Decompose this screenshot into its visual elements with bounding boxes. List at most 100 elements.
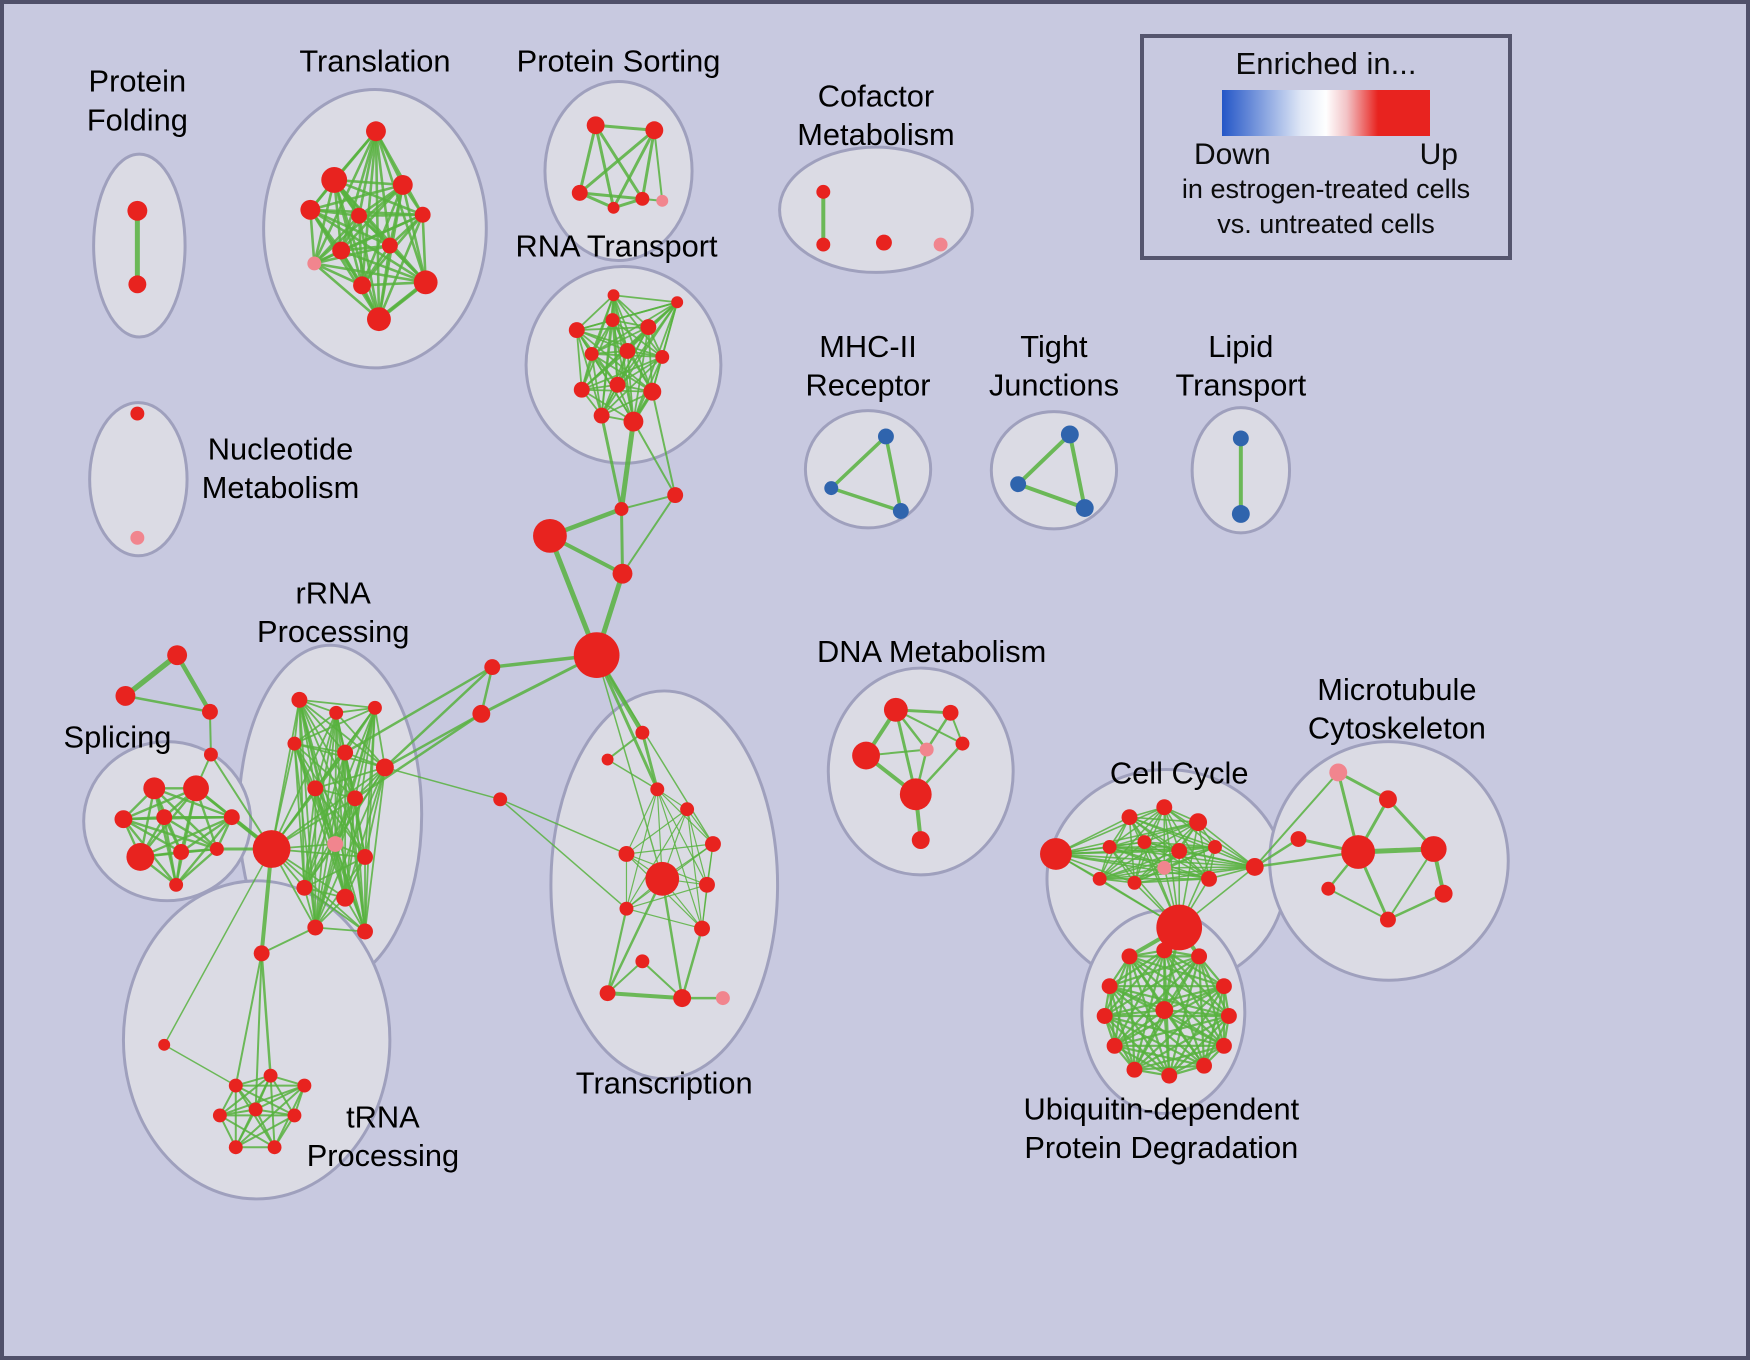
network-node-dm3 bbox=[852, 741, 880, 770]
network-edge-hb8-tx6 bbox=[499, 798, 628, 855]
network-node-dm2 bbox=[942, 704, 959, 721]
network-node-tr4 bbox=[300, 199, 321, 220]
network-edge-ps1-ps5 bbox=[594, 123, 644, 201]
network-edge-rr3-rr4 bbox=[293, 706, 376, 745]
network-edge-cc6-cc12 bbox=[1143, 841, 1210, 880]
network-edge-rr2-rr7 bbox=[314, 711, 338, 790]
network-node-ps3 bbox=[571, 184, 588, 201]
network-node-ub8 bbox=[1106, 1037, 1123, 1054]
network-edge-tx3-tx6 bbox=[625, 788, 658, 855]
network-node-lt1 bbox=[1232, 430, 1249, 447]
network-node-ub11 bbox=[1161, 1067, 1178, 1084]
network-edge-tr9-tr11 bbox=[313, 262, 427, 284]
network-edge-cc4-cc13 bbox=[1197, 821, 1256, 868]
network-node-tn4 bbox=[263, 1068, 278, 1083]
network-edge-mc5-mc8 bbox=[1386, 848, 1435, 921]
network-edge-tx5-tx6 bbox=[625, 843, 714, 855]
network-node-rr14 bbox=[357, 923, 373, 940]
network-edge-rt13-hb1 bbox=[619, 419, 636, 512]
network-node-cc7 bbox=[1171, 843, 1188, 859]
network-edge-mh1-mh2 bbox=[829, 434, 888, 490]
network-node-tr12 bbox=[367, 307, 391, 332]
network-node-ps1 bbox=[586, 116, 605, 135]
network-edge-ps2-ps5 bbox=[640, 128, 656, 201]
cluster-label-dna-metabolism: DNA Metabolism bbox=[817, 634, 1046, 669]
network-edge-rt2-rt8 bbox=[575, 329, 664, 358]
cluster-ellipse-cofactor-metabolism bbox=[778, 145, 974, 274]
network-node-mc4 bbox=[1341, 835, 1376, 869]
network-edge-ps2-ps3 bbox=[578, 128, 656, 195]
network-edge-rt1-rt9 bbox=[580, 294, 615, 391]
network-node-tj2 bbox=[1010, 476, 1027, 493]
network-edge-tx2-tx3 bbox=[606, 758, 659, 791]
network-edge-ub3-ub8 bbox=[1113, 955, 1201, 1047]
network-edge-rr6-hb8 bbox=[384, 766, 501, 801]
network-node-tj1 bbox=[1060, 425, 1079, 444]
network-node-mh1 bbox=[877, 428, 894, 445]
network-node-mc8 bbox=[1380, 911, 1396, 928]
network-edge-cc10-cc13 bbox=[1098, 866, 1256, 880]
cluster-ellipse-microtubule-cytoskeleton bbox=[1268, 740, 1510, 982]
network-node-ub3 bbox=[1191, 948, 1208, 965]
network-node-ub7 bbox=[1220, 1008, 1237, 1024]
network-edge-rr9-rr11 bbox=[303, 843, 337, 889]
network-node-tn7 bbox=[248, 1102, 263, 1117]
network-edge-rt5-rt12 bbox=[600, 301, 679, 417]
network-node-rr13 bbox=[307, 919, 324, 936]
network-edge-tr6-tr12 bbox=[377, 213, 424, 321]
network-edge-rt3-rt5 bbox=[611, 301, 679, 322]
network-edge-tr4-tr11 bbox=[309, 208, 427, 284]
network-edge-ps1-ps4 bbox=[594, 123, 616, 210]
network-edge-hb1-hb2 bbox=[620, 494, 677, 511]
network-node-cc13 bbox=[1245, 857, 1264, 876]
network-node-tx4 bbox=[680, 802, 695, 817]
network-edge-cc11-cc13 bbox=[1133, 866, 1256, 884]
network-edge-tn1-tn7 bbox=[254, 952, 263, 1111]
network-node-tn5 bbox=[297, 1078, 312, 1093]
network-node-cc8 bbox=[1208, 840, 1222, 854]
network-edge-sp5-sp7 bbox=[179, 815, 233, 854]
network-node-dm6 bbox=[899, 778, 932, 811]
network-edge-tx1-tx2 bbox=[606, 731, 644, 761]
network-edge-rr4-rr13 bbox=[293, 742, 317, 929]
network-node-tn6 bbox=[212, 1108, 227, 1123]
network-node-tr6 bbox=[414, 206, 431, 223]
network-edge-rr7-rr10 bbox=[314, 787, 366, 858]
network-node-cch bbox=[1156, 904, 1203, 951]
network-edge-rt2-rt9 bbox=[575, 329, 583, 391]
network-node-mh2 bbox=[824, 481, 839, 496]
cluster-label-rna-transport: RNA Transport bbox=[516, 229, 718, 264]
network-node-tj3 bbox=[1075, 499, 1094, 517]
network-node-mc7 bbox=[1321, 881, 1336, 896]
network-edge-rr3-rr6 bbox=[374, 706, 386, 769]
network-node-mc6 bbox=[1434, 884, 1453, 903]
network-edge-cc1-cc4 bbox=[1055, 821, 1199, 855]
network-node-tx8 bbox=[699, 876, 715, 893]
network-edge-tr8-tr12 bbox=[377, 244, 392, 321]
network-edge-rr9-rr13 bbox=[314, 843, 337, 929]
network-node-rr1 bbox=[291, 691, 308, 708]
network-edge-rr7-rr11 bbox=[303, 787, 317, 889]
network-edge-hb1-hb4 bbox=[620, 507, 624, 576]
network-node-ps6 bbox=[656, 194, 669, 207]
network-node-cc11 bbox=[1127, 875, 1142, 890]
network-node-sp8 bbox=[209, 842, 224, 856]
network-node-nm2 bbox=[130, 530, 145, 545]
network-edge-tn1-tn4 bbox=[260, 952, 272, 1077]
network-node-sp4 bbox=[156, 809, 173, 826]
legend-desc-line2: vs. untreated cells bbox=[1217, 209, 1435, 240]
network-edge-rt6-rt12 bbox=[590, 353, 603, 417]
network-edge-tx3-tx8 bbox=[656, 788, 708, 886]
network-node-rr5 bbox=[337, 744, 354, 761]
network-edge-ub5-ub13 bbox=[1163, 985, 1226, 1012]
network-node-cc1 bbox=[1040, 838, 1072, 870]
network-edge-tr1-tr12 bbox=[374, 129, 381, 321]
network-edge-mc7-mc8 bbox=[1327, 887, 1389, 921]
network-edge-tj1-tj3 bbox=[1067, 432, 1087, 511]
cluster-ellipse-tight-junctions bbox=[989, 410, 1119, 531]
network-edge-ub4-ub10 bbox=[1108, 985, 1136, 1071]
